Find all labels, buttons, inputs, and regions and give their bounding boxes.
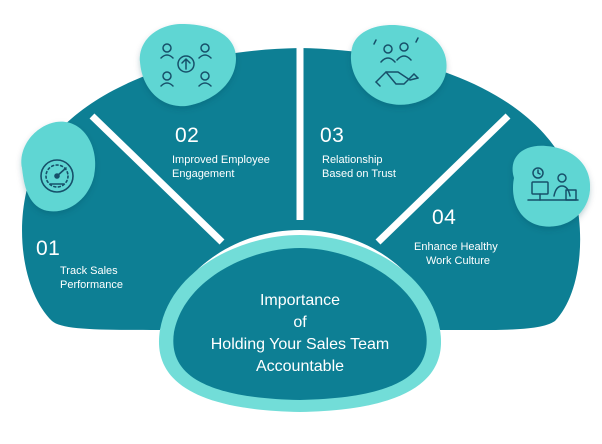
segment-number: 04 — [432, 206, 456, 229]
segment-label-line1: Relationship — [322, 154, 383, 166]
segment-label-line1: Improved Employee — [172, 154, 270, 166]
divider-right — [375, 113, 511, 245]
speedometer-icon — [40, 159, 74, 193]
center-title-line1: Importance — [260, 292, 340, 309]
segment-label-line1: Track Sales — [60, 265, 118, 277]
segment-1: 01 Track Sales Performance — [36, 237, 123, 291]
segment-2: 02 Improved Employee Engagement — [172, 124, 270, 180]
segment-label-line2: Engagement — [172, 168, 234, 180]
segment-label-line2: Performance — [60, 279, 123, 291]
segment-number: 03 — [320, 124, 344, 147]
icon-badge-1 — [21, 121, 96, 212]
team-network-icon — [160, 43, 212, 87]
divider-left — [89, 113, 225, 245]
icon-badge-4 — [512, 145, 591, 227]
center-title-line2: of — [293, 314, 307, 331]
segment-4: 04 Enhance Healthy Work Culture — [414, 206, 498, 267]
center-title-line3: Holding Your Sales Team — [211, 336, 390, 353]
segment-label-line2: Based on Trust — [322, 168, 396, 180]
handshake-icon — [373, 37, 419, 87]
segment-number: 02 — [175, 124, 199, 147]
center-title-line4: Accountable — [256, 358, 344, 375]
icon-badge-3 — [350, 24, 447, 105]
workspace-icon — [527, 167, 579, 201]
segment-dividers — [89, 40, 511, 245]
segment-label-line1: Enhance Healthy — [414, 241, 498, 253]
segment-label-line2: Work Culture — [426, 255, 490, 267]
center-inner — [173, 248, 427, 400]
segment-3: 03 Relationship Based on Trust — [320, 124, 396, 180]
center-bubble: Importance of Holding Your Sales Team Ac… — [158, 235, 442, 412]
segment-number: 01 — [36, 237, 60, 260]
